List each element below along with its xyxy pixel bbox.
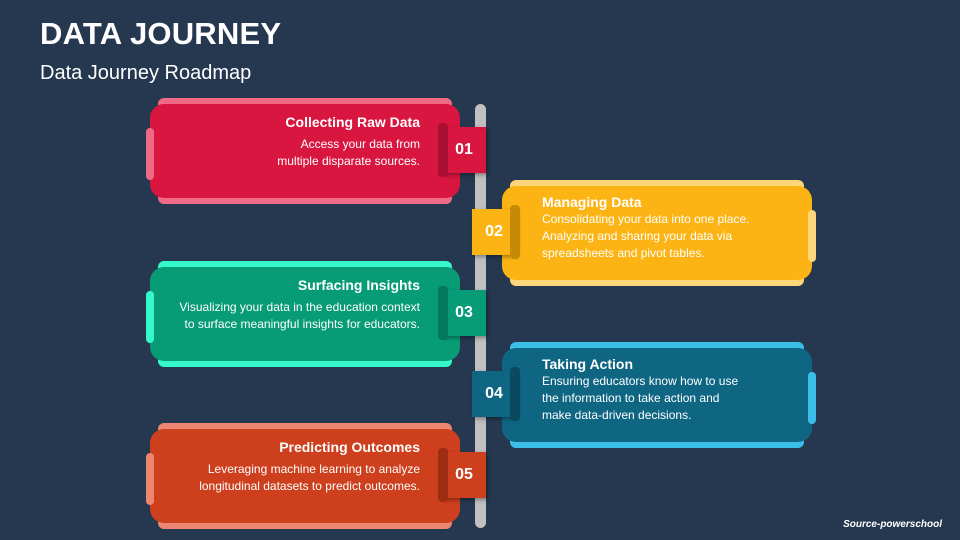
step-description-line: Ensuring educators know how to use — [542, 374, 739, 388]
step-number-tag: 01 — [438, 123, 486, 177]
step-description-line: make data-driven decisions. — [542, 408, 692, 422]
step-number: 02 — [485, 223, 503, 240]
step-number: 05 — [455, 466, 473, 483]
step-description-line: Analyzing and sharing your data via — [542, 229, 733, 243]
step-title: Managing Data — [542, 194, 642, 210]
step-description-line: to surface meaningful insights for educa… — [184, 317, 420, 331]
source-credit: Source-powerschool — [843, 519, 942, 530]
card-side-accent — [146, 128, 154, 180]
tag-fold — [438, 448, 448, 502]
card-body — [502, 186, 812, 280]
page-title: DATA JOURNEY — [40, 16, 282, 51]
step-description-line: Access your data from — [300, 137, 420, 151]
step-number: 01 — [455, 141, 473, 158]
step-number: 04 — [485, 385, 503, 402]
step-description-line: Consolidating your data into one place. — [542, 212, 750, 226]
step-description-line: multiple disparate sources. — [277, 154, 420, 168]
step-title: Collecting Raw Data — [285, 114, 420, 130]
card-body — [502, 348, 812, 442]
step-title: Predicting Outcomes — [279, 439, 420, 455]
step-description-line: Leveraging machine learning to analyze — [207, 462, 420, 476]
step-description-line: longitudinal datasets to predict outcome… — [199, 479, 420, 493]
page-subtitle: Data Journey Roadmap — [40, 62, 252, 84]
step-title: Taking Action — [542, 356, 633, 372]
step-number-tag: 02 — [472, 205, 520, 259]
step-number-tag: 04 — [472, 367, 520, 421]
step-description-line: spreadsheets and pivot tables. — [542, 246, 705, 260]
step-description-line: Visualizing your data in the education c… — [179, 300, 420, 314]
step-number-tag: 03 — [438, 286, 486, 340]
tag-fold — [438, 123, 448, 177]
card-side-accent — [808, 372, 816, 424]
step-number: 03 — [455, 304, 473, 321]
card-body — [150, 429, 460, 523]
tag-fold — [438, 286, 448, 340]
step-title: Surfacing Insights — [297, 277, 420, 293]
card-side-accent — [808, 210, 816, 262]
card-side-accent — [146, 453, 154, 505]
card-body — [150, 267, 460, 361]
step-description-line: the information to take action and — [542, 391, 720, 405]
card-side-accent — [146, 291, 154, 343]
card-body — [150, 104, 460, 198]
tag-fold — [510, 367, 520, 421]
step-number-tag: 05 — [438, 448, 486, 502]
tag-fold — [510, 205, 520, 259]
